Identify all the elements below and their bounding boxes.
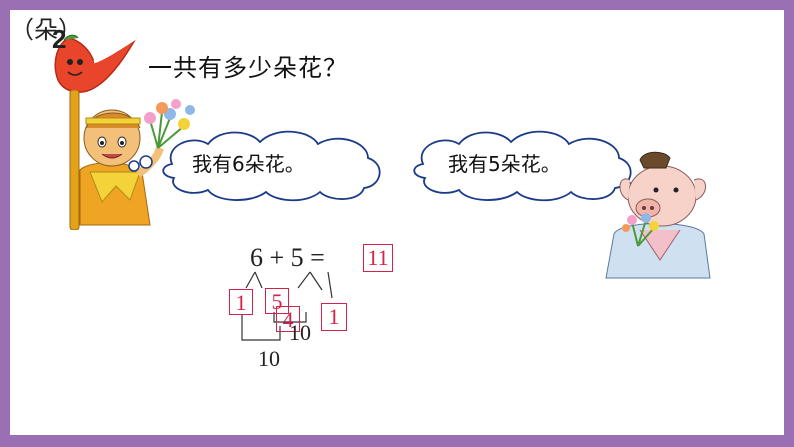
make-ten-diagram-lines bbox=[241, 271, 333, 341]
pig-with-flowers-illustration bbox=[605, 151, 711, 279]
five-box: 5 bbox=[265, 288, 289, 314]
split-of-six-box: 1 bbox=[229, 289, 253, 315]
problem-number: 2 bbox=[52, 24, 67, 54]
right-bubble-text: 我有5朵花。 bbox=[448, 152, 561, 176]
equation-expression: 6 + 5 = bbox=[250, 243, 325, 272]
ten-inner-label: 10 bbox=[289, 320, 311, 345]
slide: 2 一共有多少朵花？ 我有6朵花。 bbox=[10, 10, 784, 435]
left-bubble-text: 我有6朵花。 bbox=[192, 152, 305, 176]
left-speech-cloud bbox=[128, 130, 381, 202]
ten-outer-label: 10 bbox=[258, 346, 280, 371]
split-one-box: 1 bbox=[321, 303, 347, 331]
chili-badge-icon bbox=[54, 34, 137, 93]
monkey-with-flowers-illustration bbox=[69, 90, 195, 230]
answer-box: 11 bbox=[363, 244, 393, 272]
problem-question: 一共有多少朵花？ bbox=[148, 54, 348, 82]
split-four-box: 4 bbox=[276, 306, 300, 332]
